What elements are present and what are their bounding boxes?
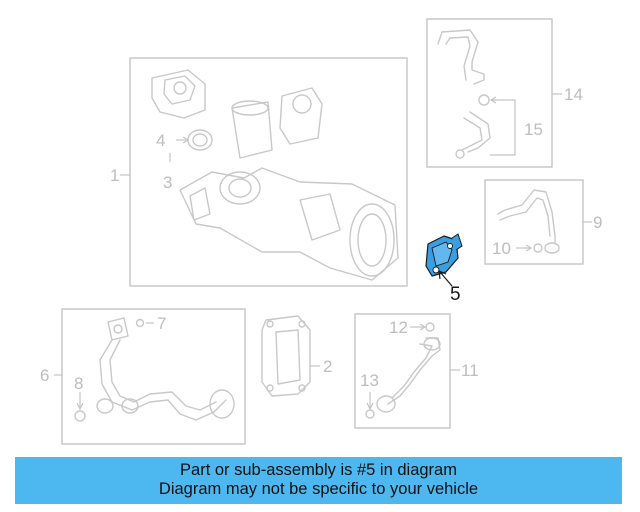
info-banner: Part or sub-assembly is #5 in diagram Di…	[15, 457, 622, 504]
callout-14[interactable]: 14	[564, 85, 583, 104]
gasket-2-part	[261, 315, 320, 397]
oil-feed-box	[354, 313, 451, 429]
banner-line-part-number: Part or sub-assembly is #5 in diagram	[180, 461, 457, 479]
callout-4[interactable]: 4	[156, 131, 165, 150]
callout-8[interactable]: 8	[74, 374, 83, 393]
seal-8	[74, 410, 86, 422]
callout-7[interactable]: 7	[157, 314, 166, 333]
actuator-part	[151, 69, 206, 119]
callout-2[interactable]: 2	[323, 357, 332, 376]
banner-line-disclaimer: Diagram may not be specific to your vehi…	[158, 480, 479, 498]
seal-7	[135, 318, 145, 328]
callout-11[interactable]: 11	[461, 361, 479, 380]
turbo-body-part	[179, 87, 399, 281]
oil-return-box	[61, 308, 246, 445]
turbocharger-box	[129, 57, 408, 287]
oil-line-upper-group	[426, 18, 553, 168]
seal-12	[425, 322, 435, 332]
oil-line-upper-box	[426, 18, 553, 168]
callout-15[interactable]: 15	[524, 120, 543, 139]
callout-10[interactable]: 10	[492, 239, 511, 258]
callout-1[interactable]: 1	[110, 166, 119, 185]
seal-13	[365, 409, 375, 419]
turbocharger-group	[129, 57, 408, 287]
callout-12[interactable]: 12	[389, 318, 408, 337]
oil-return-group	[54, 308, 246, 445]
gasket-part	[187, 129, 213, 151]
seal-ring-15	[478, 94, 490, 106]
seal-ring-10	[533, 243, 543, 253]
highlighted-part-5[interactable]	[425, 233, 463, 287]
oil-feed-group	[354, 313, 460, 429]
callout-5[interactable]: 5	[450, 284, 461, 305]
callout-13[interactable]: 13	[360, 371, 379, 390]
parts-diagram: 1 2 3 4 5 6 7 8 9 10 11 12 13 14 15	[40, 18, 602, 445]
callout-9[interactable]: 9	[593, 213, 602, 232]
callout-3[interactable]: 3	[163, 173, 172, 192]
callout-6[interactable]: 6	[40, 366, 49, 385]
